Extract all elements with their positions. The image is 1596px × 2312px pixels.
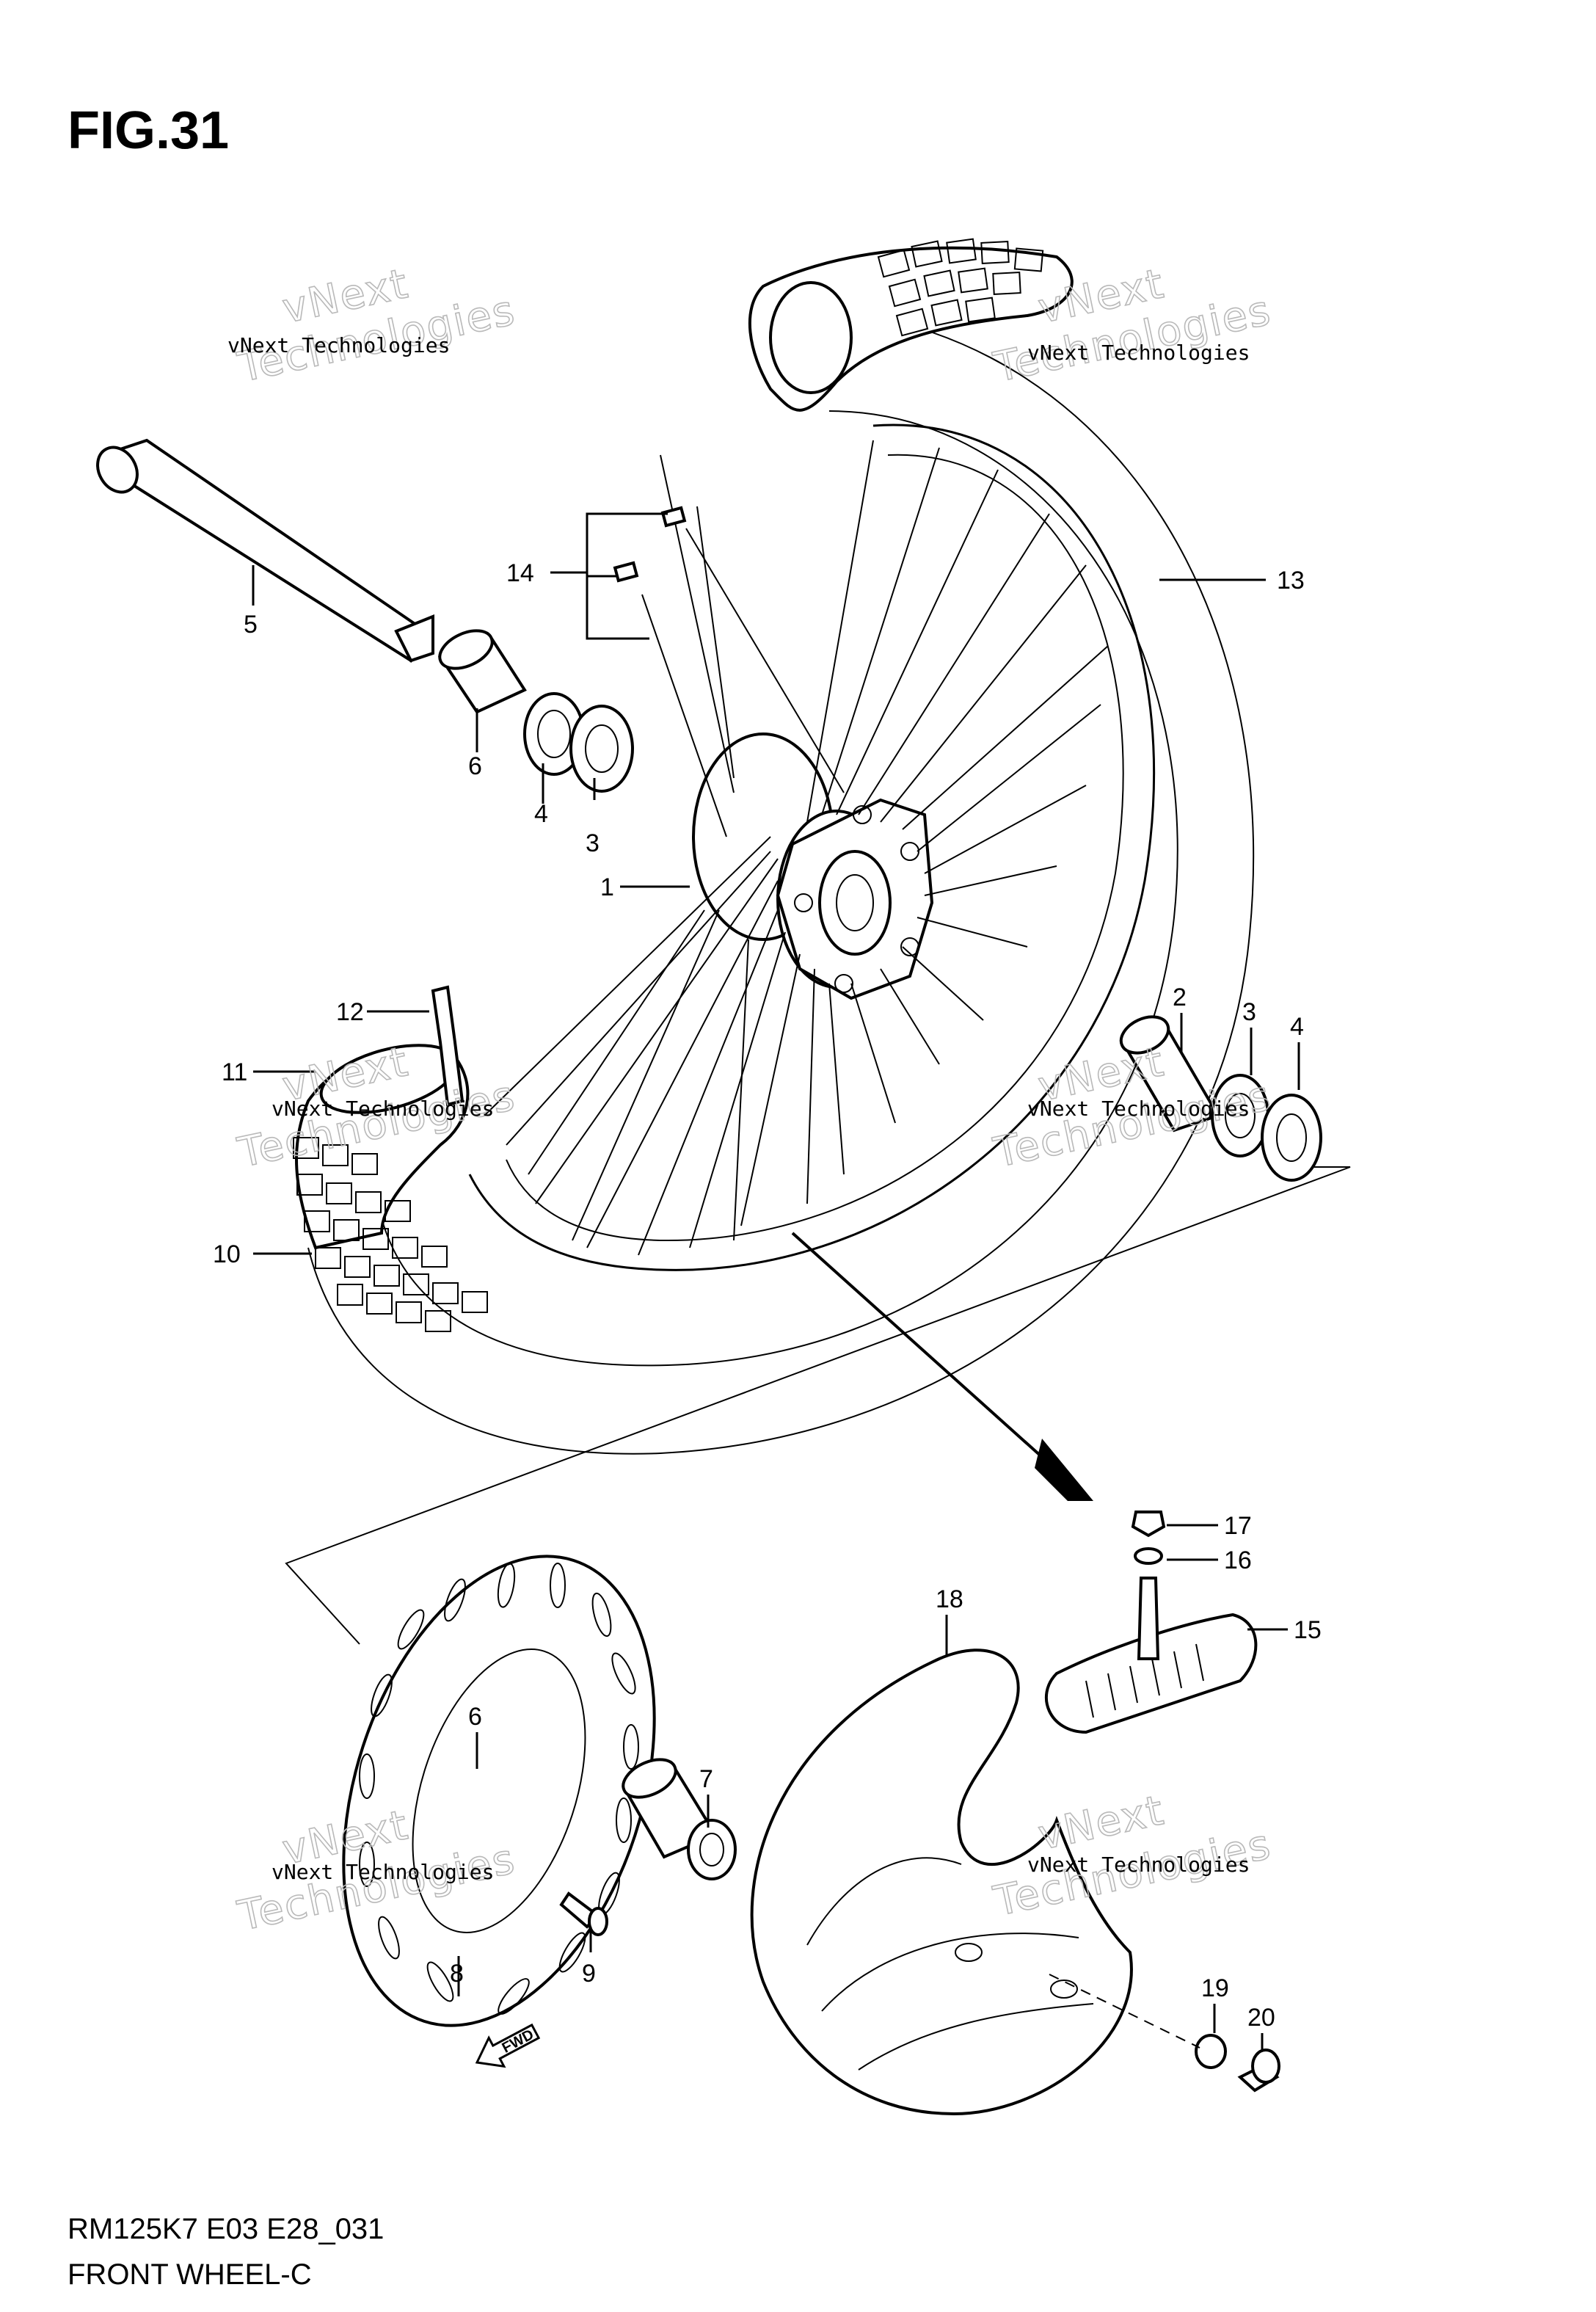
spokes — [484, 440, 1109, 1256]
svg-text:vNext Technologies: vNext Technologies — [1027, 341, 1250, 365]
front-axle — [96, 438, 434, 663]
callout-11: 11 — [222, 1058, 247, 1086]
cover-washer-bolt — [1049, 1974, 1280, 2093]
watermark-mid-right: vNext Technologies vNext Technologies — [989, 1037, 1276, 1177]
watermark-bottom-right: vNext Technologies vNext Technologies — [989, 1786, 1276, 1926]
callout-4: 4 — [534, 800, 548, 828]
rim-band — [431, 985, 464, 1107]
callout-6: 6 — [468, 752, 482, 780]
disc-bolt — [559, 1891, 608, 1936]
watermark-top-left: vNext Technologies vNext Technologies — [227, 259, 520, 392]
callout-8: 8 — [450, 1960, 464, 1988]
leader-lines — [252, 512, 1300, 2051]
callout-15: 15 — [1294, 1616, 1322, 1644]
assembly-plane — [285, 1166, 1351, 1645]
svg-text:vNext Technologies: vNext Technologies — [227, 333, 450, 357]
callout-3: 3 — [1242, 998, 1256, 1026]
callout-labels: 1 2 3 3 4 4 5 6 6 7 8 9 10 11 12 13 14 1… — [213, 559, 1322, 2032]
inner-tube-valve — [1044, 1511, 1258, 1734]
callout-16: 16 — [1224, 1546, 1252, 1574]
callout-18: 18 — [936, 1585, 963, 1613]
callout-20: 20 — [1247, 2004, 1275, 2032]
callout-5: 5 — [244, 611, 258, 639]
svg-text:vNext Technologies: vNext Technologies — [1027, 1097, 1250, 1121]
tire — [293, 238, 1254, 1455]
valve-pointer — [791, 1232, 1093, 1501]
callout-10: 10 — [213, 1240, 241, 1268]
disc-cover — [750, 1648, 1133, 2116]
lower-spacer-seal — [622, 1758, 737, 1880]
loose-spokes — [613, 506, 845, 837]
callout-1: 1 — [600, 873, 614, 901]
section-name: FRONT WHEEL-C — [68, 2258, 312, 2291]
model-code: RM125K7 E03 E28_031 — [68, 2213, 384, 2245]
svg-text:vNext Technologies: vNext Technologies — [1027, 1853, 1250, 1877]
fwd-label: FWD — [500, 2026, 537, 2057]
left-hub-parts — [437, 629, 634, 793]
svg-text:vNext Technologies: vNext Technologies — [272, 1860, 494, 1884]
callout-13: 13 — [1277, 567, 1305, 595]
callout-14: 14 — [506, 559, 534, 587]
callout-2: 2 — [1173, 984, 1187, 1011]
figure-title: FIG.31 — [68, 101, 229, 160]
svg-text:vNext Technologies: vNext Technologies — [272, 1097, 494, 1121]
callout-12: 12 — [336, 998, 364, 1026]
callout-6: 6 — [468, 1703, 482, 1731]
callout-3: 3 — [586, 829, 600, 857]
callout-19: 19 — [1201, 1974, 1229, 2002]
forward-direction-arrow: FWD — [475, 2023, 541, 2068]
callout-9: 9 — [582, 1960, 596, 1988]
wheel-hub — [692, 733, 934, 1000]
callout-4: 4 — [1290, 1013, 1304, 1041]
callout-7: 7 — [699, 1765, 713, 1793]
callout-17: 17 — [1224, 1512, 1252, 1540]
right-hub-parts — [1119, 1015, 1322, 1182]
wheel-rim — [468, 423, 1155, 1271]
